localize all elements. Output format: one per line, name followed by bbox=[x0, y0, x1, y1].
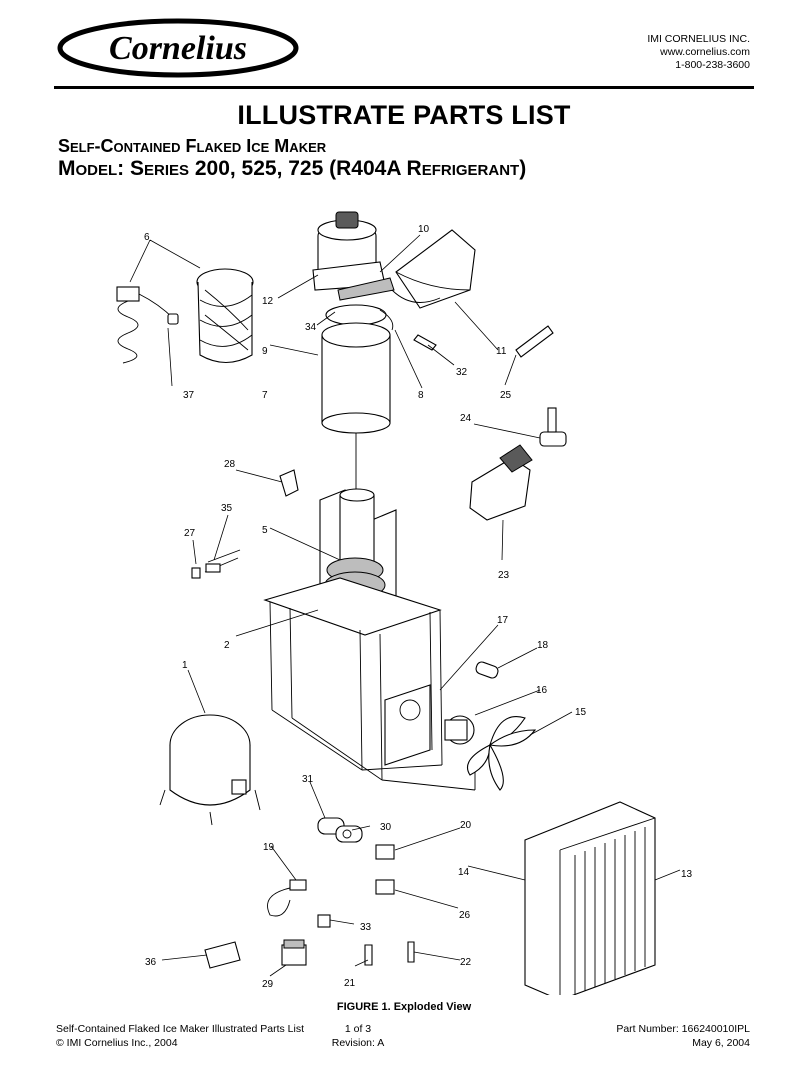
company-name: IMI CORNELIUS INC. bbox=[647, 33, 750, 45]
footer-page: 1 of 3 bbox=[344, 1023, 372, 1035]
callout-5: 5 bbox=[262, 525, 268, 536]
callout-12: 12 bbox=[262, 296, 274, 307]
page-subtitle: Self-Contained Flaked Ice Maker bbox=[58, 136, 327, 156]
transformer-part bbox=[281, 939, 307, 966]
callout-32: 32 bbox=[456, 367, 468, 378]
footer-copyright: © IMI Cornelius Inc., 2004 bbox=[56, 1037, 178, 1049]
callout-34: 34 bbox=[305, 322, 317, 333]
callout-14: 14 bbox=[458, 867, 470, 878]
callout-23: 23 bbox=[498, 570, 510, 581]
contactor-part bbox=[375, 879, 395, 895]
capacitors-part bbox=[317, 817, 363, 843]
callout-21: 21 bbox=[344, 978, 356, 989]
cornelius-logo: Cornelius bbox=[57, 18, 299, 78]
fan-motor-part bbox=[444, 715, 475, 745]
model-line: Model: Series 200, 525, 725 (R404A Refri… bbox=[58, 157, 527, 180]
callout-15: 15 bbox=[575, 707, 587, 718]
company-info: IMI CORNELIUS INC. www.cornelius.com 1-8… bbox=[647, 33, 750, 72]
breaker-part bbox=[337, 277, 395, 301]
probe-part bbox=[407, 941, 415, 963]
footer-date: May 6, 2004 bbox=[692, 1037, 750, 1049]
footer-doc-title: Self-Contained Flaked Ice Maker Illustra… bbox=[56, 1023, 305, 1035]
footer-left: Self-Contained Flaked Ice Maker Illustra… bbox=[56, 1022, 304, 1050]
page-title: ILLUSTRATE PARTS LIST bbox=[237, 100, 571, 130]
callout-19: 19 bbox=[263, 842, 275, 853]
drier-part bbox=[475, 661, 499, 679]
ice-chute-part bbox=[391, 229, 476, 309]
seal-part bbox=[379, 309, 394, 331]
callout-26: 26 bbox=[459, 910, 471, 921]
callout-27: 27 bbox=[184, 528, 196, 539]
callout-13: 13 bbox=[681, 869, 693, 880]
callout-31: 31 bbox=[302, 774, 314, 785]
callout-2: 2 bbox=[224, 640, 230, 651]
frame-part bbox=[263, 577, 476, 791]
compressor-part bbox=[159, 714, 261, 826]
thermal-switch-part bbox=[267, 879, 307, 917]
callout-30: 30 bbox=[380, 822, 392, 833]
footer-right: Part Number: 166240010IPL May 6, 2004 bbox=[616, 1022, 750, 1050]
evaporator-part bbox=[321, 304, 391, 490]
switch-part bbox=[191, 567, 201, 579]
callout-33: 33 bbox=[360, 922, 372, 933]
callout-11: 11 bbox=[496, 346, 507, 357]
fitting-part bbox=[279, 469, 299, 497]
bearing-housing-part bbox=[319, 488, 397, 621]
figure-caption: FIGURE 1. Exploded View bbox=[336, 1001, 472, 1013]
callout-10: 10 bbox=[418, 224, 430, 235]
connector-part bbox=[205, 563, 221, 573]
footer-part-number: Part Number: 166240010IPL bbox=[616, 1023, 750, 1035]
sensor-coil-part bbox=[116, 286, 179, 364]
callout-36: 36 bbox=[145, 957, 157, 968]
relay-part bbox=[375, 844, 395, 860]
callout-22: 22 bbox=[460, 957, 472, 968]
auger-part bbox=[196, 268, 254, 364]
callout-17: 17 bbox=[497, 615, 509, 626]
gear-motor-part bbox=[312, 211, 386, 291]
callout-37: 37 bbox=[183, 390, 195, 401]
callout-7: 7 bbox=[262, 390, 268, 401]
footer-middle: 1 of 3 Revision: A bbox=[318, 1022, 398, 1050]
bracket-part bbox=[204, 941, 241, 969]
thermistor-part bbox=[364, 944, 373, 966]
callout-24: 24 bbox=[460, 413, 472, 424]
company-phone: 1-800-238-3600 bbox=[675, 59, 750, 71]
callout-20: 20 bbox=[460, 820, 472, 831]
float-valve-part bbox=[539, 407, 567, 447]
callout-35: 35 bbox=[221, 503, 233, 514]
fastener-part bbox=[413, 334, 437, 351]
callout-16: 16 bbox=[536, 685, 548, 696]
callout-29: 29 bbox=[262, 979, 274, 990]
callout-9: 9 bbox=[262, 346, 268, 357]
reservoir-part bbox=[469, 457, 531, 521]
strainer-part bbox=[515, 325, 554, 358]
condenser-part bbox=[524, 801, 656, 995]
exploded-view-drawing: 6 10 12 34 9 7 8 32 11 37 25 24 28 35 27… bbox=[116, 211, 693, 995]
company-website[interactable]: www.cornelius.com bbox=[660, 46, 750, 58]
exploded-view-figure: 6 10 12 34 9 7 8 32 11 37 25 24 28 35 27… bbox=[0, 190, 808, 995]
callout-28: 28 bbox=[224, 459, 236, 470]
footer-revision: Revision: A bbox=[331, 1037, 385, 1049]
callout-18: 18 bbox=[537, 640, 549, 651]
callout-8: 8 bbox=[418, 390, 424, 401]
reservoir-cap bbox=[499, 444, 533, 473]
toggle-switch-part bbox=[317, 914, 331, 928]
fan-blade-part bbox=[466, 716, 537, 791]
svg-text:Cornelius: Cornelius bbox=[109, 30, 247, 67]
callout-25: 25 bbox=[500, 390, 512, 401]
callout-6: 6 bbox=[144, 232, 150, 243]
header-rule bbox=[54, 86, 754, 89]
callout-1: 1 bbox=[182, 660, 188, 671]
